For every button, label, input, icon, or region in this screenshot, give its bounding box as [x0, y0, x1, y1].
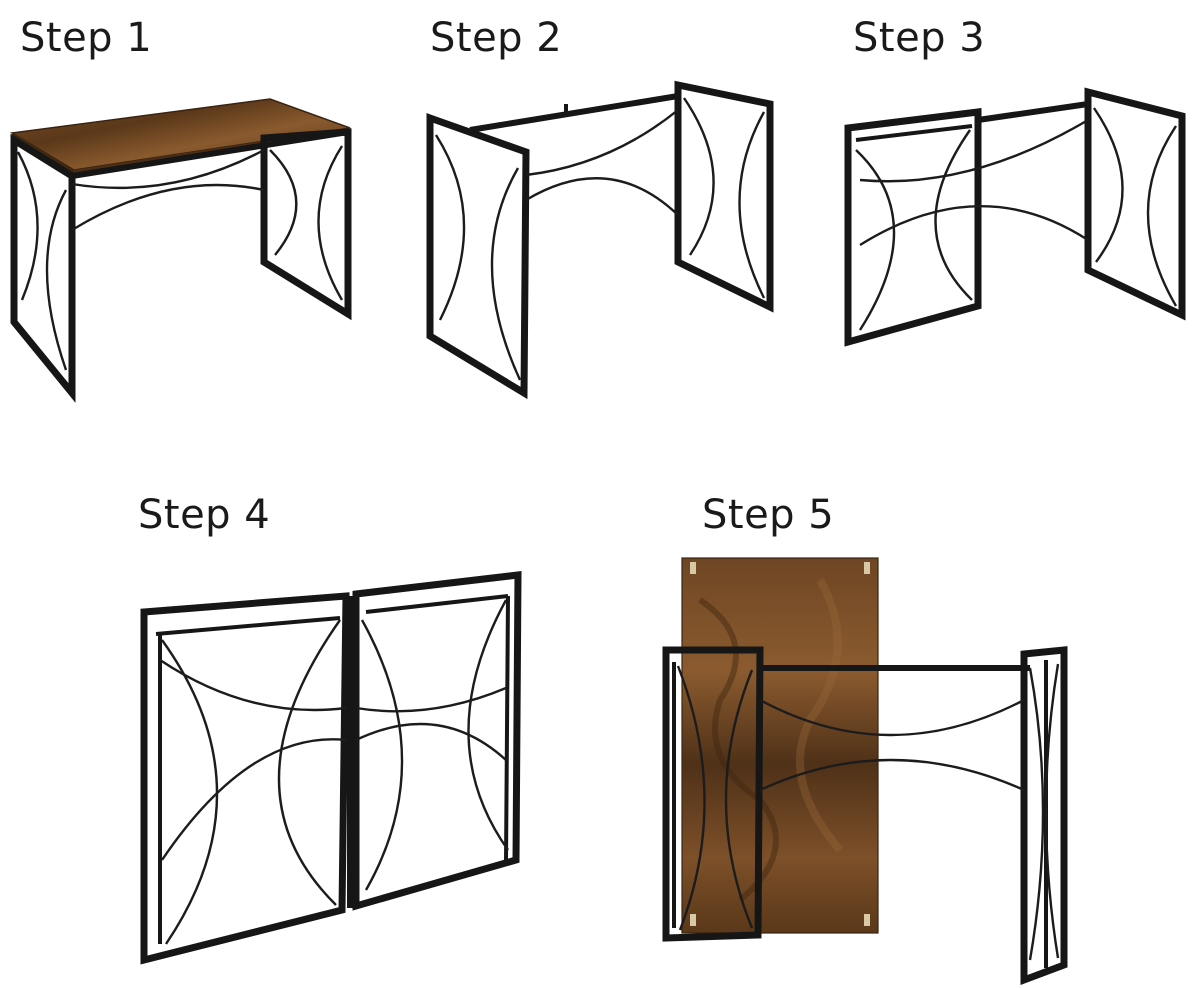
step-5-frame-with-top: [662, 557, 1068, 986]
step-3-top-rail: [977, 101, 1089, 123]
step-5-right-panel: [1020, 646, 1068, 986]
step-4-right-panel: [352, 571, 522, 911]
step-5-tabletop: [682, 558, 878, 933]
step-3-right-panel: [1084, 87, 1186, 321]
step-2-top-rail: [469, 93, 679, 133]
step-1-back-rail: [71, 129, 349, 179]
step-4-left-panel: [140, 592, 350, 965]
step-2-label: Step 2: [430, 15, 563, 61]
step-2-right-panel: [674, 80, 774, 313]
step-4-label: Step 4: [138, 492, 271, 538]
step-2-frame: [426, 80, 774, 400]
step-5-left-panel: [662, 646, 764, 942]
step-3-label: Step 3: [853, 15, 986, 61]
step-4-folded: [140, 571, 522, 965]
step-1-desk: [9, 98, 352, 403]
step-1-left-frame: [10, 133, 76, 403]
step-3-left-panel: [844, 108, 982, 347]
step-2-left-panel: [426, 113, 530, 400]
step-3-frame: [844, 87, 1186, 347]
step-5-label: Step 5: [702, 492, 835, 538]
step-1-label: Step 1: [20, 15, 153, 61]
